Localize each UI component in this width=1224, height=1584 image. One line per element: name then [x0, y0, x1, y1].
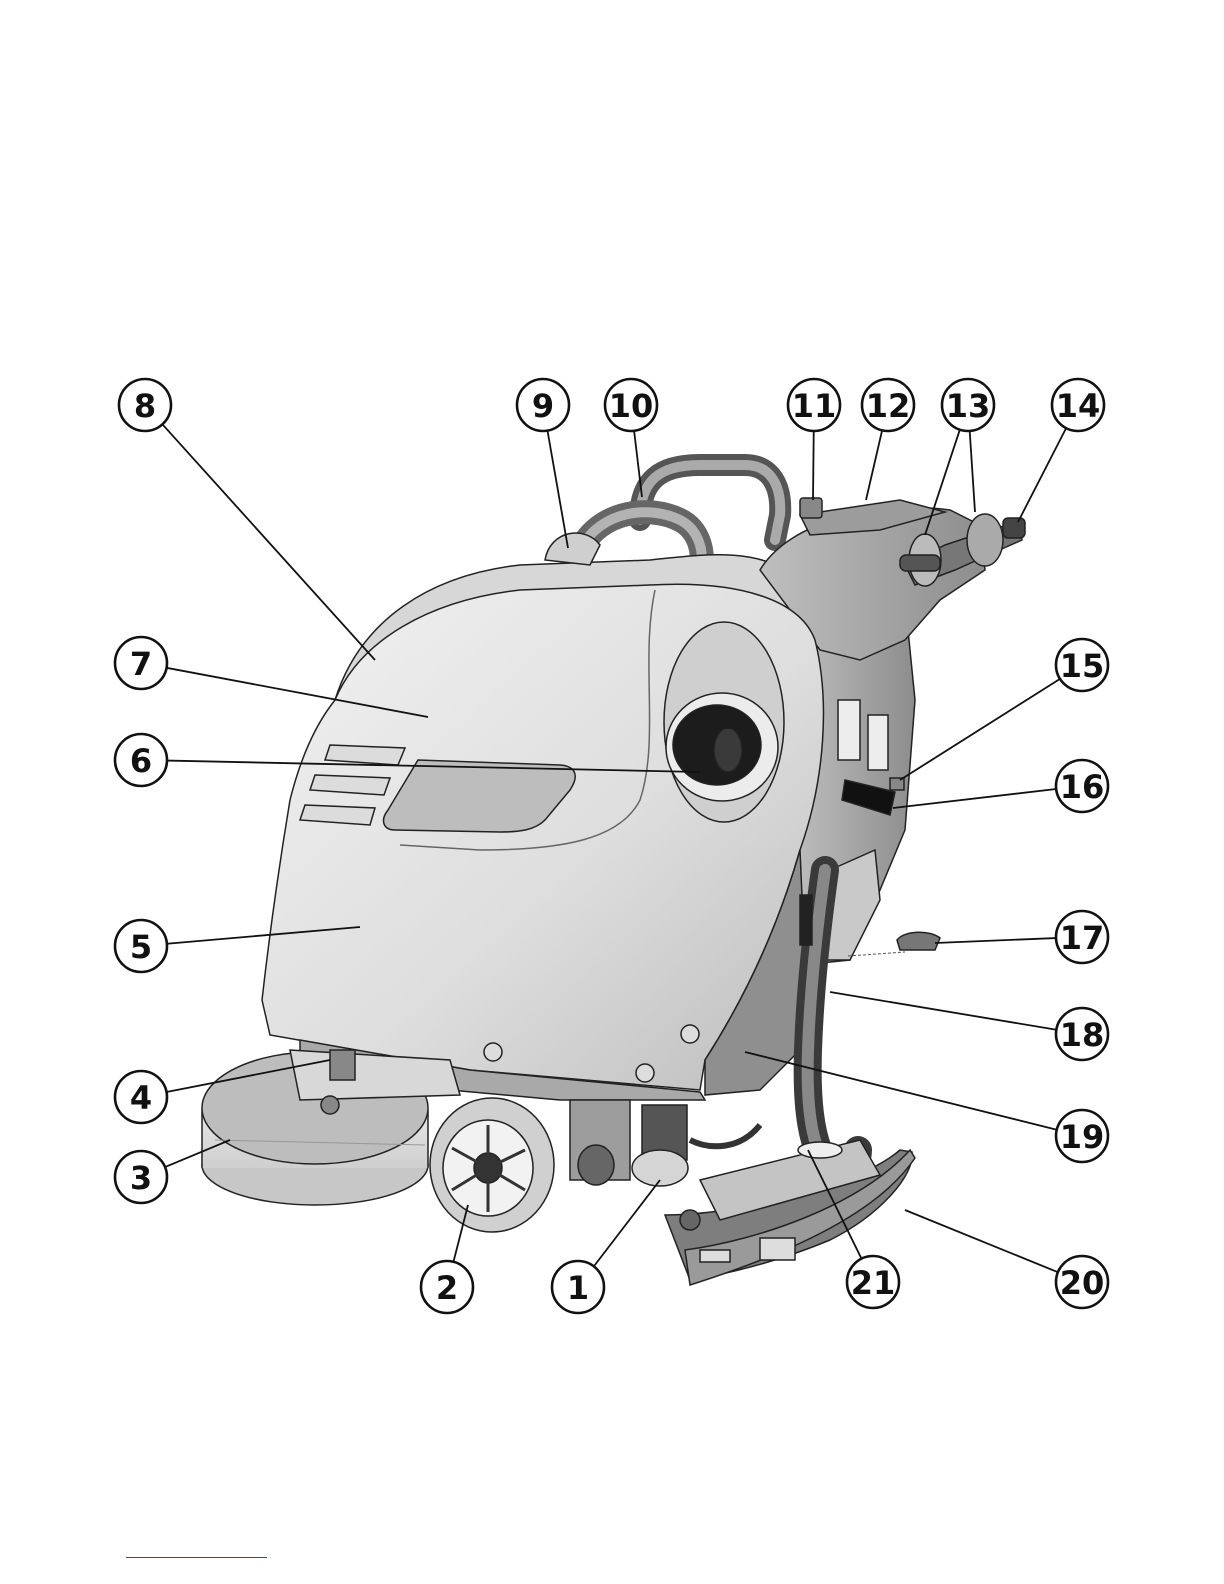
callout-9: 9 — [517, 379, 569, 431]
callout-8: 8 — [119, 379, 171, 431]
callout-18: 18 — [1056, 1008, 1108, 1060]
callout-11: 11 — [788, 379, 840, 431]
callout-6: 6 — [115, 734, 167, 786]
callout-number: 4 — [130, 1079, 152, 1117]
leader-line-1 — [594, 1180, 660, 1266]
leader-line-13 — [970, 431, 975, 512]
callout-13: 13 — [942, 379, 994, 431]
latch — [838, 700, 860, 760]
leader-line-19 — [745, 1052, 1057, 1130]
screw — [636, 1064, 654, 1082]
footer-rule — [126, 1557, 267, 1558]
callout-number: 18 — [1060, 1016, 1105, 1054]
callout-14: 14 — [1052, 379, 1104, 431]
callout-number: 21 — [851, 1264, 896, 1302]
callout-number: 20 — [1060, 1264, 1105, 1302]
callout-number: 1 — [567, 1269, 589, 1307]
leader-line-8 — [162, 424, 375, 660]
leader-line-18 — [830, 992, 1056, 1030]
callout-7: 7 — [115, 637, 167, 689]
leader-line-17 — [935, 938, 1056, 943]
callout-number: 8 — [134, 387, 156, 425]
callout-15: 15 — [1056, 639, 1108, 691]
switch-11 — [800, 498, 822, 518]
callout-number: 15 — [1060, 647, 1105, 685]
drain-plug — [897, 932, 940, 950]
screw — [484, 1043, 502, 1061]
callout-4: 4 — [115, 1071, 167, 1123]
lever-14 — [1003, 518, 1025, 538]
callout-5: 5 — [115, 920, 167, 972]
callout-number: 14 — [1056, 387, 1101, 425]
leader-line-9 — [547, 431, 568, 548]
leader-line-12 — [866, 430, 882, 500]
callout-10: 10 — [605, 379, 657, 431]
callout-2: 2 — [421, 1261, 473, 1313]
leader-line-14 — [1018, 428, 1066, 522]
callout-17: 17 — [1056, 911, 1108, 963]
callout-20: 20 — [1056, 1256, 1108, 1308]
leader-line-11 — [813, 431, 814, 500]
callout-number: 2 — [436, 1269, 458, 1307]
callout-number: 6 — [130, 742, 152, 780]
callout-number: 19 — [1060, 1118, 1105, 1156]
callout-3: 3 — [115, 1151, 167, 1203]
callout-number: 3 — [130, 1159, 152, 1197]
callout-number: 11 — [792, 387, 837, 425]
hose-clamp-21 — [798, 1142, 842, 1158]
callout-number: 5 — [130, 928, 152, 966]
callout-16: 16 — [1056, 760, 1108, 812]
machine-illustration — [202, 465, 1025, 1285]
callout-21: 21 — [847, 1256, 899, 1308]
callout-number: 16 — [1060, 768, 1105, 806]
leader-line-15 — [900, 679, 1060, 780]
latch — [868, 715, 888, 770]
callout-number: 7 — [130, 645, 152, 683]
tank-cap — [545, 533, 600, 565]
callout-1: 1 — [552, 1261, 604, 1313]
callout-number: 12 — [866, 387, 911, 425]
callout-number: 13 — [946, 387, 991, 425]
leader-line-20 — [905, 1210, 1058, 1272]
grip-right — [967, 514, 1003, 566]
screw — [681, 1025, 699, 1043]
leader-line-16 — [893, 789, 1056, 808]
callout-number: 10 — [609, 387, 654, 425]
callout-19: 19 — [1056, 1110, 1108, 1162]
callout-number: 17 — [1060, 919, 1105, 957]
callout-number: 9 — [532, 387, 554, 425]
callout-12: 12 — [862, 379, 914, 431]
